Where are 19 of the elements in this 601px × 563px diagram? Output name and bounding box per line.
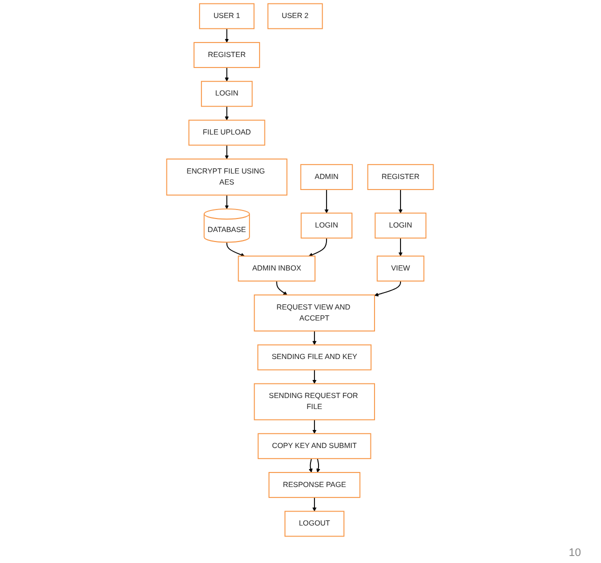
arrow: [225, 106, 230, 120]
arrow: [226, 242, 246, 257]
arrow: [225, 194, 230, 210]
arrow: [225, 28, 230, 43]
arrow: [399, 238, 404, 256]
arrow: [225, 144, 230, 160]
arrow: [374, 280, 402, 296]
arrow: [312, 419, 317, 434]
arrow: [312, 496, 317, 512]
arrow: [309, 238, 328, 257]
arrow: [309, 458, 314, 473]
page-number: 10: [568, 547, 581, 559]
arrow: [225, 67, 230, 82]
arrow: [312, 369, 317, 384]
arrow: [276, 280, 288, 296]
arrow: [312, 330, 317, 346]
arrow: [325, 189, 330, 214]
arrow: [399, 189, 404, 214]
arrow: [316, 458, 321, 473]
